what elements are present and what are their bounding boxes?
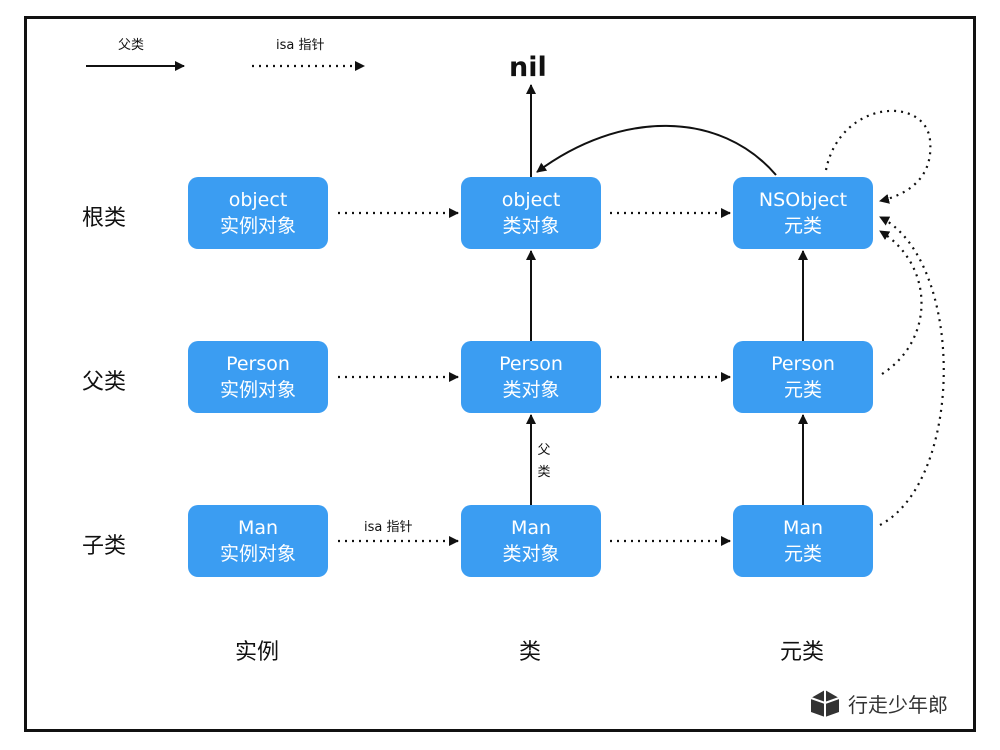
node-title: Person bbox=[771, 353, 835, 375]
node-subtitle: 元类 bbox=[783, 543, 822, 565]
node-object-class: object 类对象 bbox=[461, 177, 601, 249]
node-subtitle: 实例对象 bbox=[219, 379, 296, 401]
legend-isa-label: isa 指针 bbox=[276, 38, 325, 53]
column-label-meta: 元类 bbox=[780, 640, 825, 665]
node-person-class: Person 类对象 bbox=[461, 341, 601, 413]
node-person-instance: Person 实例对象 bbox=[188, 341, 328, 413]
isa-edge-label: isa 指针 bbox=[364, 520, 413, 535]
superclass-edge-label: 父 类 bbox=[536, 440, 552, 484]
node-subtitle: 实例对象 bbox=[219, 215, 296, 237]
column-label-class: 类 bbox=[519, 640, 542, 665]
row-label-super: 父类 bbox=[82, 370, 127, 395]
node-title: NSObject bbox=[758, 189, 848, 211]
superclass-edge-char: 类 bbox=[537, 465, 551, 480]
node-subtitle: 元类 bbox=[783, 379, 822, 401]
node-title: Man bbox=[237, 517, 279, 539]
node-man-instance: Man 实例对象 bbox=[188, 505, 328, 577]
meta-isa-arrow bbox=[879, 230, 923, 375]
node-title: Man bbox=[510, 517, 552, 539]
watermark-text: 行走少年郎 bbox=[848, 692, 948, 717]
node-object-instance: object 实例对象 bbox=[188, 177, 328, 249]
node-person-meta: Person 元类 bbox=[733, 341, 873, 413]
node-title: object bbox=[501, 189, 561, 211]
node-title: Man bbox=[782, 517, 824, 539]
node-title: Person bbox=[499, 353, 563, 375]
node-title: object bbox=[228, 189, 288, 211]
node-man-class: Man 类对象 bbox=[461, 505, 601, 577]
row-label-root: 根类 bbox=[82, 206, 127, 231]
node-subtitle: 元类 bbox=[783, 215, 822, 237]
nil-label: nil bbox=[509, 52, 547, 83]
legend-superclass-label: 父类 bbox=[118, 38, 145, 53]
node-subtitle: 类对象 bbox=[502, 215, 560, 237]
meta-root-superclass-arrow bbox=[536, 124, 777, 176]
node-nsobject-meta: NSObject 元类 bbox=[733, 177, 873, 249]
node-subtitle: 实例对象 bbox=[219, 543, 296, 565]
column-label-instance: 实例 bbox=[235, 640, 280, 665]
node-subtitle: 类对象 bbox=[502, 379, 560, 401]
node-subtitle: 类对象 bbox=[502, 543, 560, 565]
node-title: Person bbox=[226, 353, 290, 375]
watermark: 行走少年郎 bbox=[808, 688, 948, 718]
superclass-edge-char: 父 bbox=[537, 443, 551, 458]
node-man-meta: Man 元类 bbox=[733, 505, 873, 577]
row-label-sub: 子类 bbox=[82, 534, 127, 559]
watermark-logo-icon bbox=[810, 690, 840, 717]
meta-isa-arrow bbox=[879, 216, 945, 526]
